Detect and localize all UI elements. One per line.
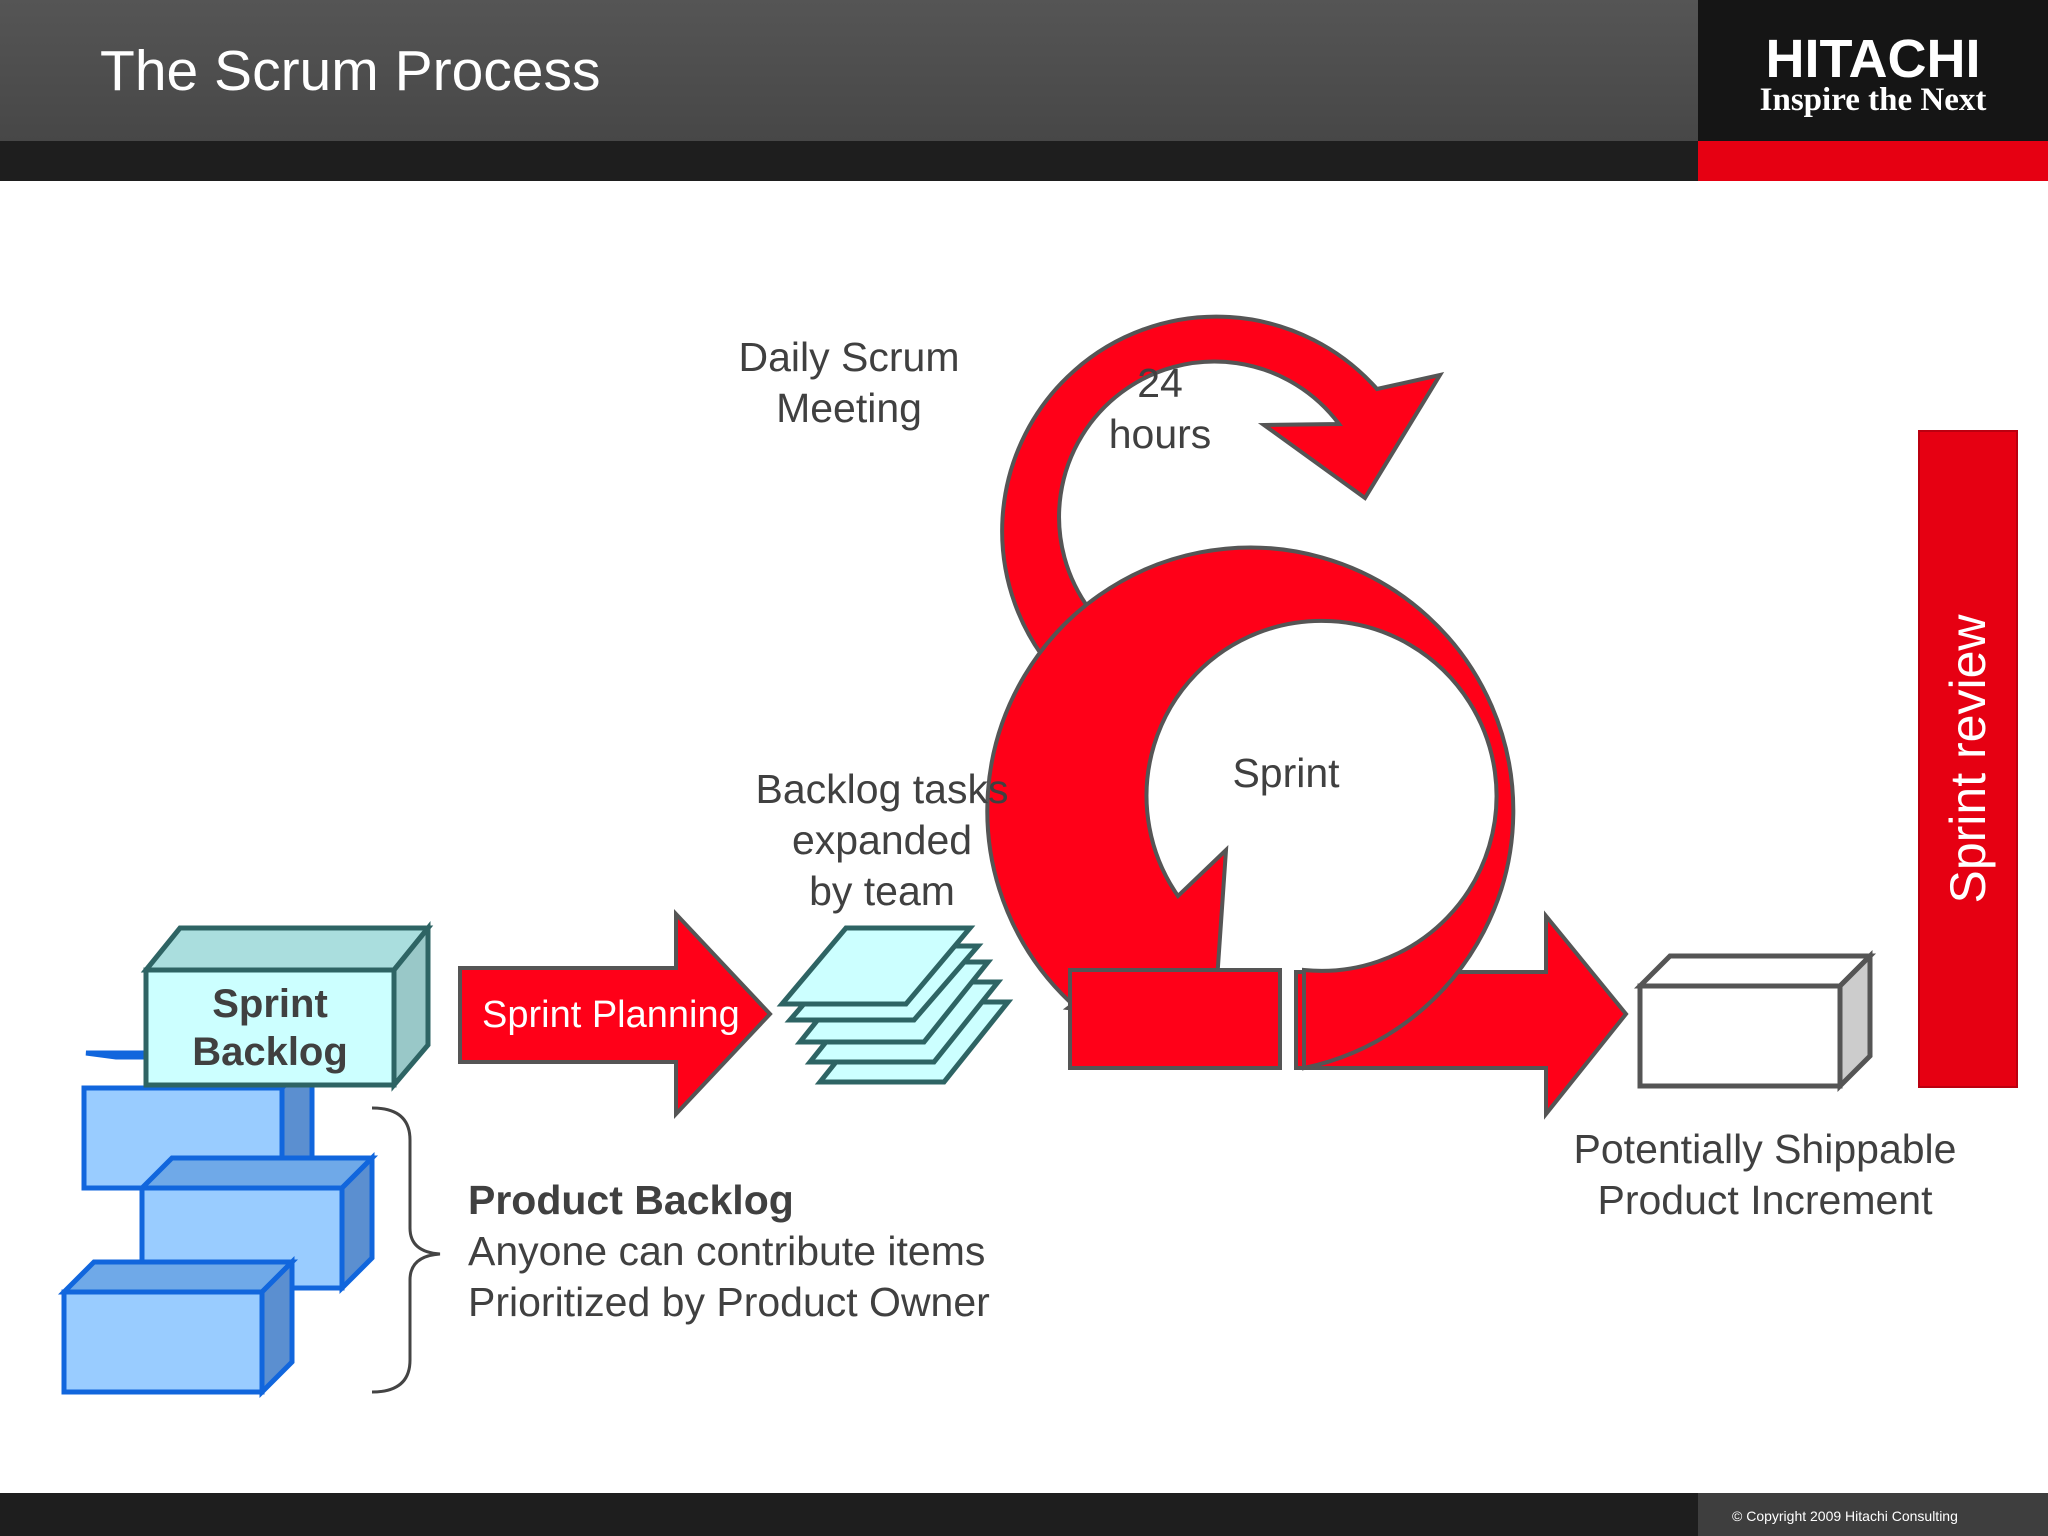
product-backlog-text: Product Backlog Anyone can contribute it… (468, 1175, 990, 1328)
sprint-planning-arrow (458, 908, 773, 1120)
sprint-backlog-box (140, 920, 434, 1092)
sprint-arrow-base (1068, 968, 1282, 1070)
footer-right-panel (1698, 1493, 2048, 1536)
product-backlog-box-bottom (57, 1255, 299, 1399)
product-backlog-title: Product Backlog (468, 1177, 794, 1223)
logo-box (1698, 0, 2048, 141)
product-increment-box (1633, 949, 1877, 1093)
copyright-notice: © Copyright 2009 Hitachi Consulting (1732, 1508, 1958, 1524)
daily-cycle-label: 24 hours (1108, 360, 1212, 457)
sprint-label: Sprint (1232, 750, 1340, 796)
logo-tagline: Inspire the Next (1759, 82, 1987, 118)
sprint-planning-label: Sprint Planning (482, 994, 740, 1036)
page-title: The Scrum Process (100, 39, 601, 103)
sprint-backlog-label: Sprint Backlog (192, 982, 348, 1074)
backlog-task-pages (776, 925, 1014, 1085)
increment-arrow (1294, 910, 1629, 1120)
backlog-tasks-label: Backlog tasks expanded by team (755, 766, 1009, 914)
product-backlog-line: Prioritized by Product Owner (468, 1279, 990, 1325)
product-increment-label: Potentially Shippable Product Increment (1573, 1126, 1957, 1223)
hitachi-logo: HITACHI (1765, 29, 1981, 89)
product-backlog-stack (57, 1050, 379, 1399)
header-bar (0, 0, 1698, 141)
sprint-arrow (985, 545, 1516, 1071)
product-backlog-line: Anyone can contribute items (468, 1228, 986, 1274)
sprint-review-label: Sprint review (1940, 614, 1996, 904)
sprint-review-bar (1918, 430, 2018, 1088)
daily-scrum-label: Daily Scrum Meeting (738, 334, 960, 431)
header-strip (0, 141, 1698, 181)
product-backlog-brace (371, 1106, 441, 1394)
logo-red-band (1698, 141, 2048, 181)
daily-scrum-arrow (1000, 314, 1445, 677)
